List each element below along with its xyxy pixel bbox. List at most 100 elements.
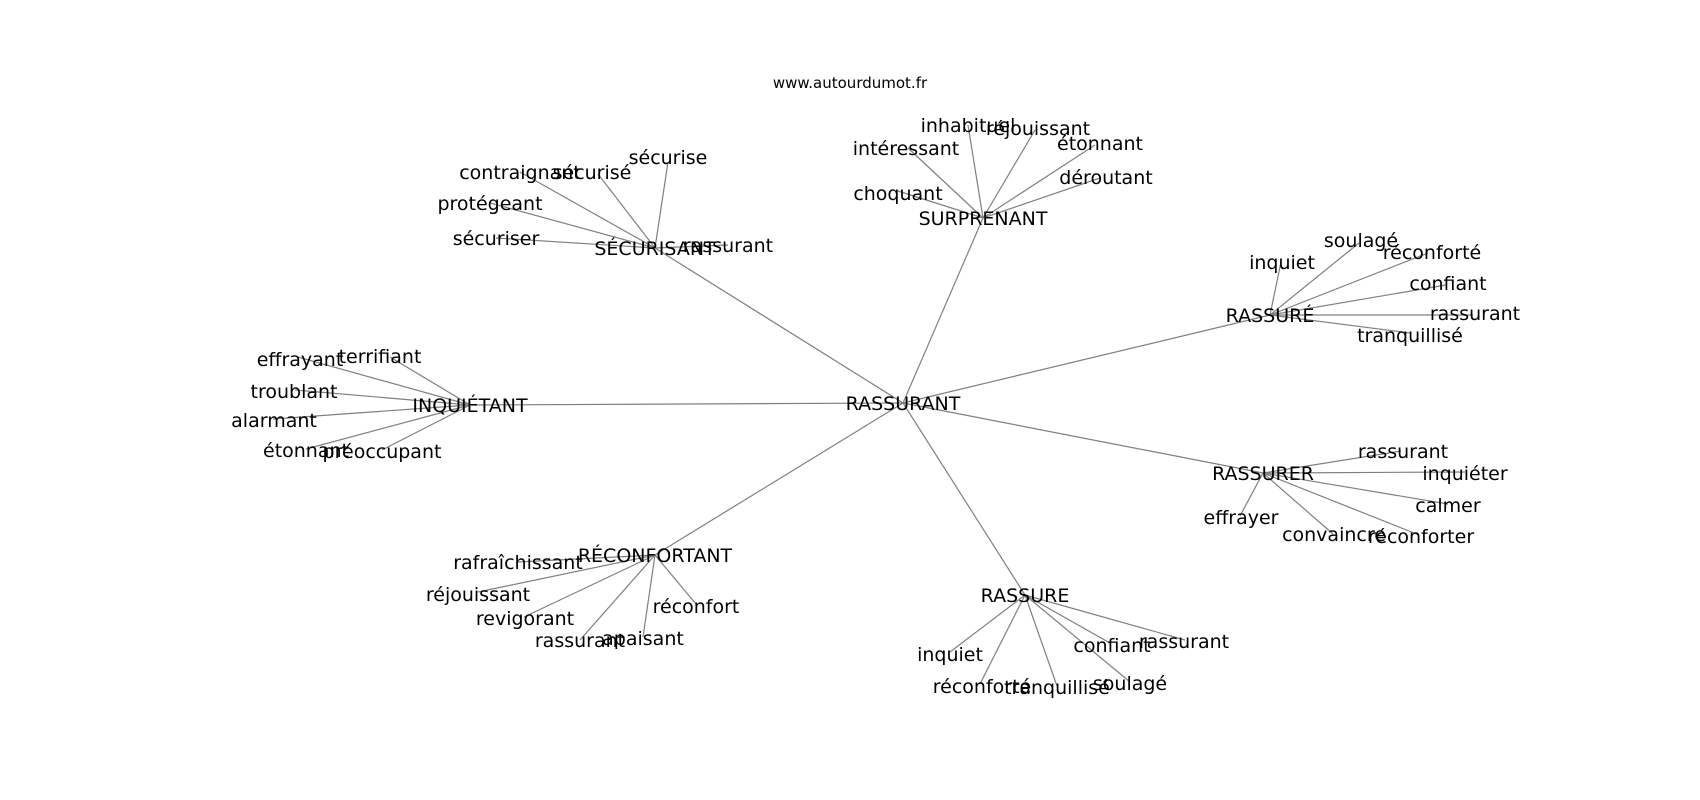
leaf-rassure-accent-2: réconforté [1383, 242, 1481, 264]
edge-reconfortant-3 [654, 554, 697, 605]
leaf-rassure-5: soulagé [1093, 673, 1167, 695]
leaf-surprenant-3: intéressant [853, 138, 959, 160]
edge-rassure-5 [1024, 594, 1131, 683]
leaf-securisant-0: sécurise [629, 147, 708, 169]
hub-rassurer: RASSURER [1212, 463, 1314, 485]
leaf-inquietant-0: effrayant [257, 349, 344, 371]
edge-rassure-3 [979, 594, 1026, 685]
edge-surprenant-4 [982, 177, 1101, 219]
leaf-inquietant-4: étonnant [263, 440, 349, 462]
leaf-inquietant-5: préoccupant [323, 441, 442, 463]
leaf-reconfortant-3: réconfort [653, 596, 740, 618]
edge-securisant-2 [519, 171, 656, 249]
edge-surprenant-0 [967, 124, 984, 219]
edge-inquietant-1 [389, 356, 471, 406]
edge-surprenant-3 [907, 147, 984, 219]
leaf-rassurer-2: calmer [1415, 495, 1481, 517]
leaf-rassurer-5: réconforter [1368, 526, 1474, 548]
edge-rassure-accent-0 [1269, 261, 1282, 316]
leaf-surprenant-0: inhabituel [921, 115, 1016, 137]
edge-inquietant-5 [381, 404, 471, 451]
leaf-rassure-0: inquiet [917, 644, 983, 666]
leaf-rassure-accent-0: inquiet [1249, 252, 1315, 274]
leaf-rassurer-3: effrayer [1204, 507, 1279, 529]
leaf-rassurer-4: convaincre [1282, 524, 1386, 546]
edge-reconfortant-0 [517, 554, 656, 563]
edge-securisant-0 [654, 161, 669, 249]
leaf-rassure-3: réconforté [933, 676, 1031, 698]
leaf-inquietant-1: terrifiant [339, 346, 422, 368]
leaf-reconfortant-0: rafraîchissant [453, 552, 583, 574]
edge-surprenant-1 [982, 129, 1036, 219]
leaf-surprenant-4: déroutant [1059, 167, 1152, 189]
edge-center-rassure [902, 402, 1026, 596]
leaf-inquietant-2: troublant [251, 381, 338, 403]
edge-inquietant-0 [297, 356, 471, 406]
leaf-rassure-accent-1: soulagé [1324, 230, 1398, 252]
edge-rassure-accent-5 [1269, 314, 1411, 334]
edge-reconfortant-2 [523, 554, 656, 618]
hub-rassure-accent: RASSURÉ [1226, 304, 1315, 327]
edge-center-rassure-accent [902, 314, 1271, 404]
leaf-rassure-1: confiant [1073, 635, 1150, 657]
hub-surprenant: SURPRENANT [919, 208, 1048, 230]
edge-securisant-5 [654, 244, 729, 249]
leaf-rassure-4: tranquillisé [1004, 677, 1110, 699]
edges-layer [272, 124, 1473, 687]
leaf-surprenant-1: réjouissant [986, 118, 1090, 140]
leaf-rassure-accent-4: rassurant [1430, 303, 1520, 325]
leaf-securisant-4: sécuriser [453, 228, 540, 250]
leaf-reconfortant-2: revigorant [476, 608, 574, 630]
labels-layer: www.autourdumot.fr RASSURANT SÉCURISANT sé… [231, 74, 1520, 699]
edge-rassurer-2 [1262, 472, 1449, 505]
edge-rassure-2 [1024, 594, 1186, 641]
leaf-rassure-accent-5: tranquillisé [1357, 325, 1463, 347]
edge-rassurer-3 [1239, 472, 1264, 517]
edge-securisant-3 [489, 202, 656, 249]
leaf-inquietant-3: alarmant [231, 410, 317, 432]
leaf-rassure-2: rassurant [1139, 631, 1229, 653]
center-word: RASSURANT [846, 393, 961, 415]
edge-reconfortant-5 [642, 554, 656, 638]
edge-center-reconfortant [654, 402, 904, 556]
leaf-securisant-3: protégeant [437, 193, 542, 215]
leaf-surprenant-2: étonnant [1057, 133, 1143, 155]
edge-rassure-0 [949, 594, 1026, 653]
edge-rassure-accent-2 [1269, 252, 1429, 316]
edge-reconfortant-1 [477, 554, 656, 593]
edge-rassure-accent-3 [1269, 284, 1447, 316]
edge-center-rassurer [902, 402, 1264, 474]
hub-securisant: SÉCURISANT [594, 237, 716, 260]
leaf-reconfortant-1: réjouissant [426, 584, 530, 606]
leaf-securisant-2: contraignant [459, 162, 581, 184]
edge-rassurer-0 [1262, 450, 1402, 474]
leaf-securisant-5: rassurant [683, 235, 773, 257]
edge-rassure-1 [1024, 594, 1111, 644]
edge-inquietant-4 [305, 404, 471, 450]
hub-rassure: RASSURE [981, 585, 1070, 607]
edge-securisant-4 [495, 237, 656, 249]
edge-center-surprenant [902, 217, 984, 404]
edge-inquietant-2 [294, 389, 471, 406]
leaf-surprenant-5: choquant [853, 183, 942, 205]
site-credit: www.autourdumot.fr [773, 74, 928, 92]
hub-inquietant: INQUIÉTANT [412, 394, 528, 417]
leaf-rassure-accent-3: confiant [1409, 273, 1486, 295]
edge-surprenant-5 [897, 190, 984, 219]
leaf-reconfortant-5: apaisant [602, 628, 684, 650]
edge-center-securisant [654, 247, 904, 404]
edge-surprenant-2 [982, 144, 1096, 219]
leaf-rassurer-0: rassurant [1358, 441, 1448, 463]
edge-securisant-1 [597, 173, 656, 249]
edge-reconfortant-4 [579, 554, 656, 641]
leaf-reconfortant-4: rassurant [535, 630, 625, 652]
leaf-securisant-1: sécurisé [553, 162, 632, 184]
edge-rassure-accent-1 [1269, 242, 1360, 316]
edge-rassurer-1 [1262, 471, 1466, 474]
edge-center-inquietant [469, 402, 904, 406]
hub-reconfortant: RÉCONFORTANT [578, 544, 733, 567]
edge-inquietant-3 [272, 404, 471, 420]
edge-rassurer-5 [1262, 472, 1420, 536]
